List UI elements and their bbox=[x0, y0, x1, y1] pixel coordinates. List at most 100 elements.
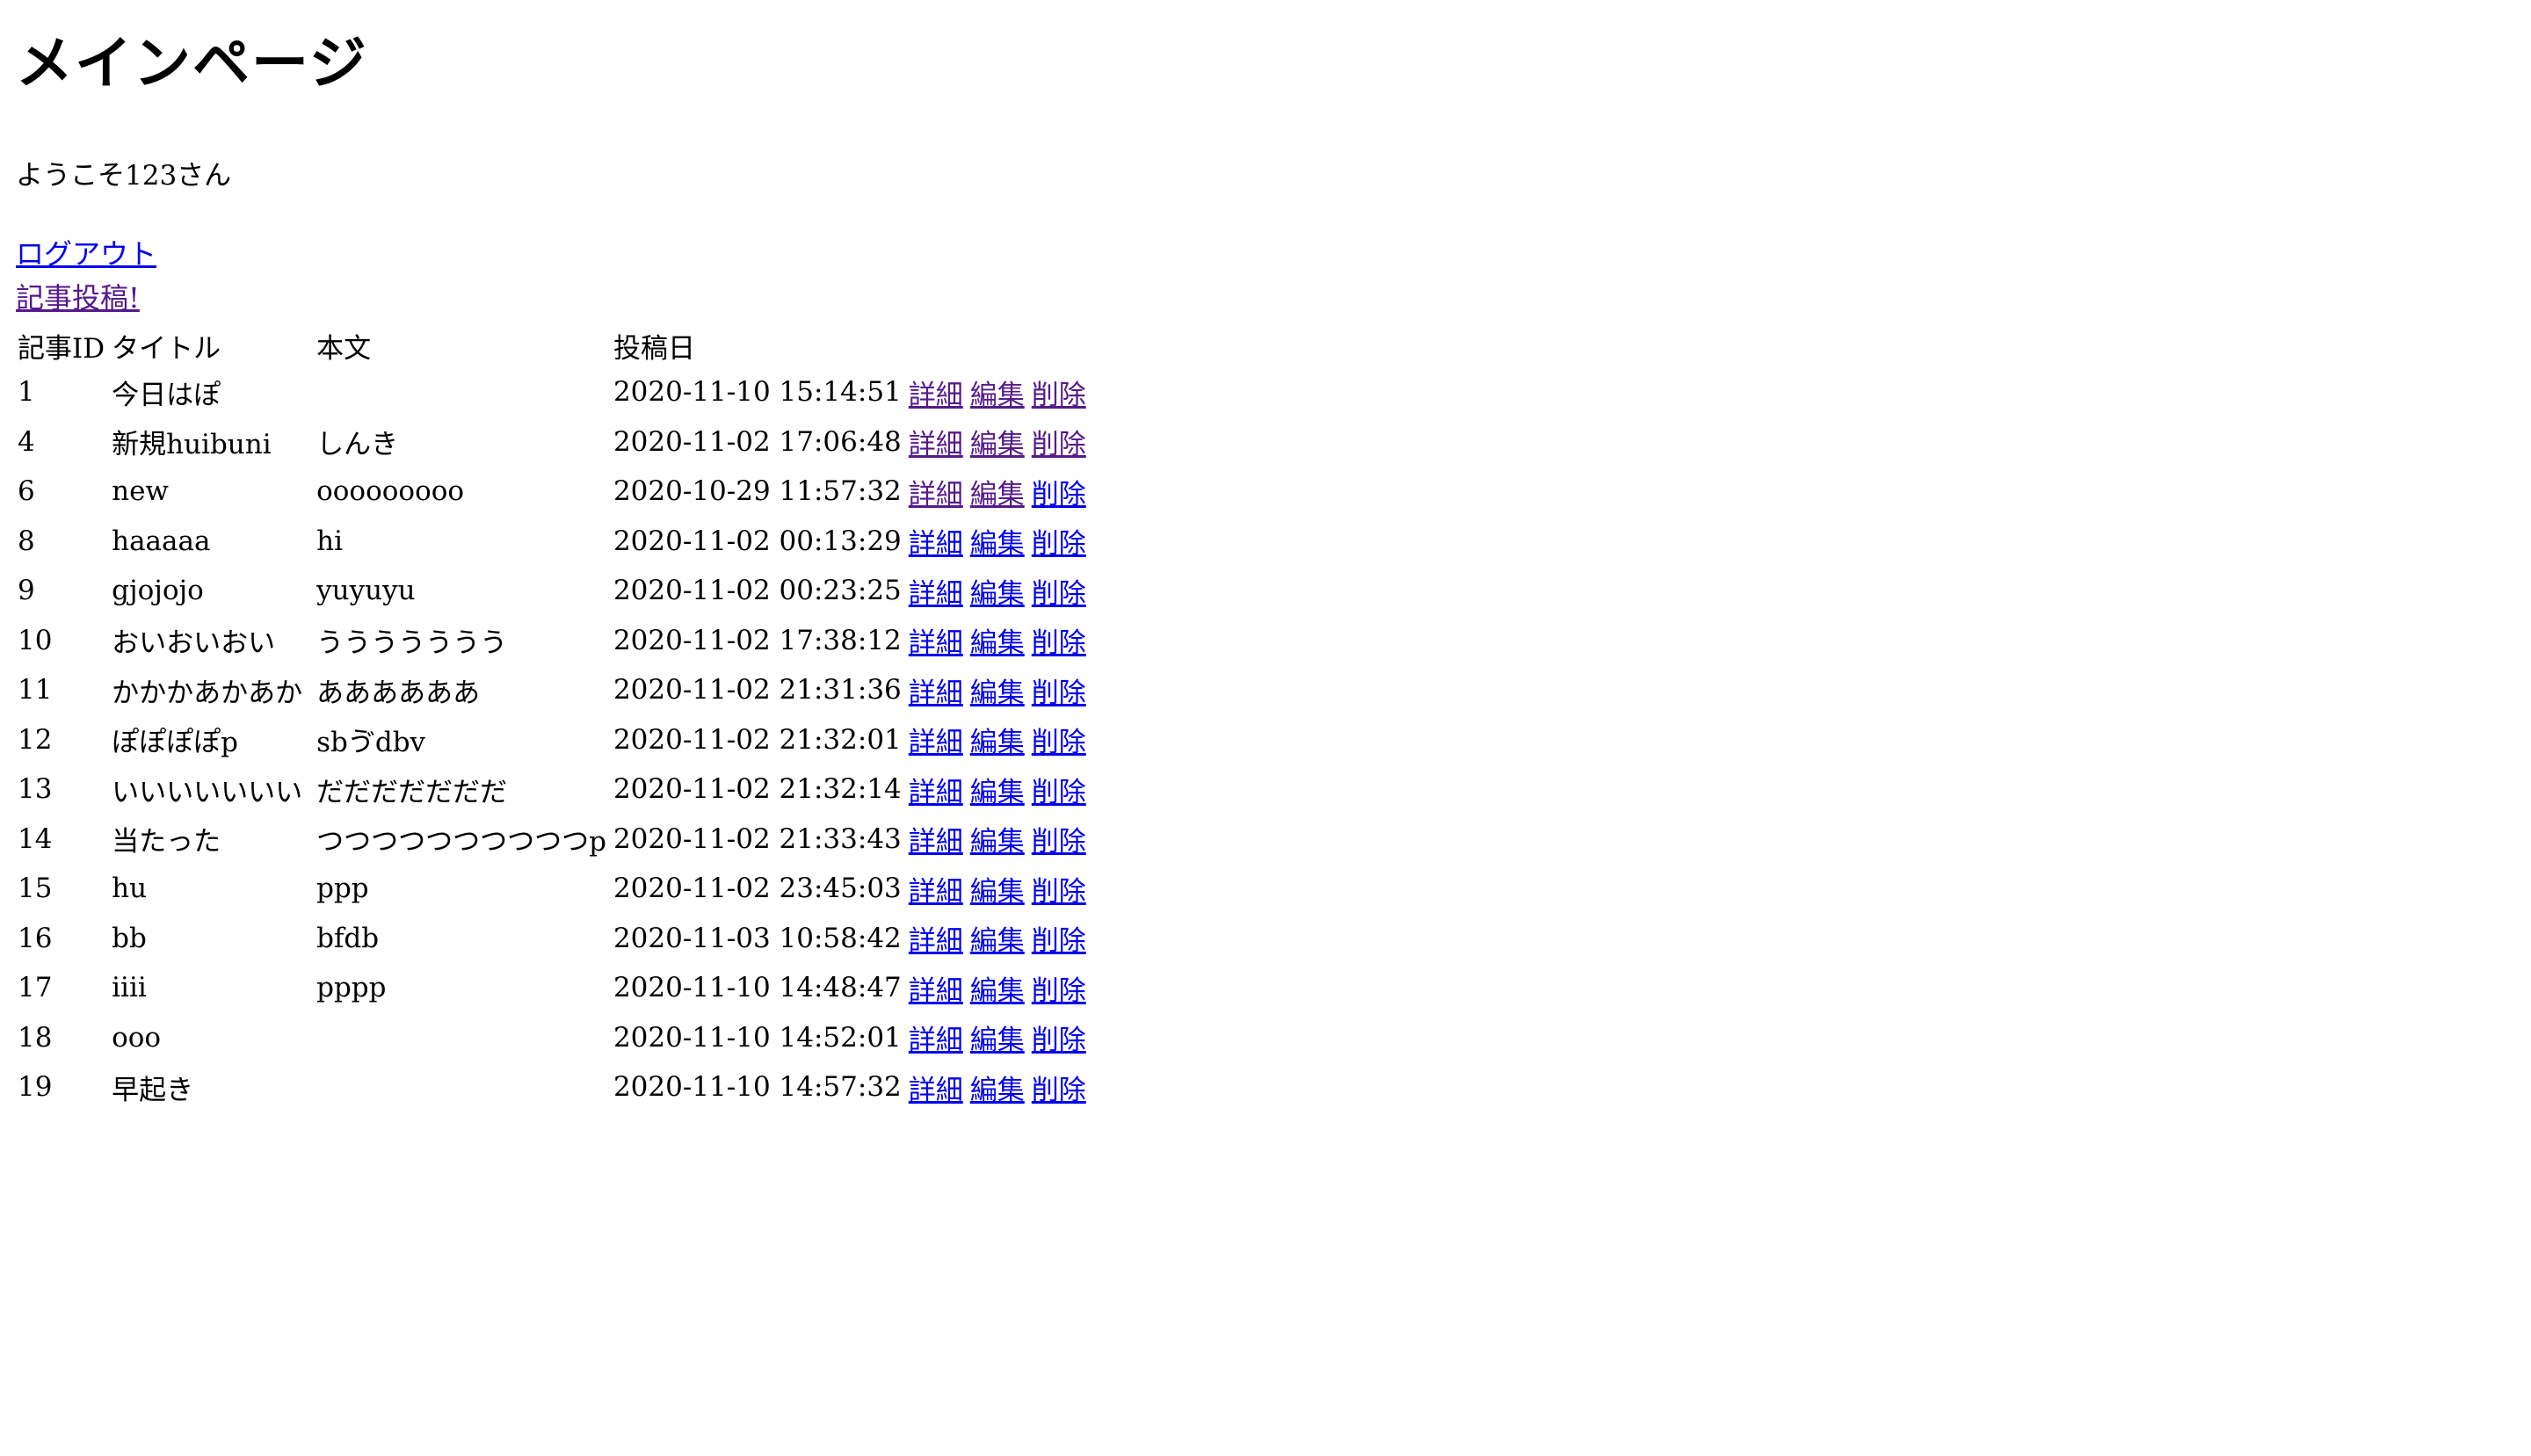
cell-posted-date: 2020-11-02 00:23:25 bbox=[613, 575, 902, 607]
cell-title: new bbox=[112, 475, 169, 508]
cell-title: iiii bbox=[112, 972, 147, 1004]
cell-article-id: 13 bbox=[18, 773, 53, 806]
cell-delete-action: 削除 bbox=[1030, 815, 1088, 865]
cell-article-id: 15 bbox=[18, 873, 53, 905]
cell-delete-action: 削除 bbox=[1030, 367, 1088, 417]
delete-link[interactable]: 削除 bbox=[1031, 776, 1086, 808]
cell-delete-action: 削除 bbox=[1030, 566, 1088, 616]
cell-edit-action: 編集 bbox=[968, 1013, 1026, 1063]
cell-posted-date: 2020-11-02 00:13:29 bbox=[613, 525, 902, 557]
delete-link[interactable]: 削除 bbox=[1031, 478, 1086, 511]
edit-link[interactable]: 編集 bbox=[969, 925, 1025, 958]
cell-edit-action: 編集 bbox=[968, 715, 1026, 765]
cell-article-id: 11 bbox=[18, 674, 53, 706]
cell-posted-date: 2020-10-29 11:57:32 bbox=[613, 475, 902, 508]
delete-link[interactable]: 削除 bbox=[1031, 429, 1086, 461]
delete-link[interactable]: 削除 bbox=[1031, 974, 1086, 1007]
edit-link[interactable]: 編集 bbox=[969, 429, 1025, 461]
delete-link[interactable]: 削除 bbox=[1031, 925, 1086, 958]
welcome-message: ようこそ123さん bbox=[16, 160, 232, 192]
edit-link[interactable]: 編集 bbox=[969, 478, 1025, 511]
edit-link[interactable]: 編集 bbox=[969, 826, 1025, 858]
edit-link[interactable]: 編集 bbox=[969, 776, 1025, 808]
detail-link[interactable]: 詳細 bbox=[908, 875, 963, 908]
cell-detail-action: 詳細 bbox=[907, 1013, 965, 1063]
delete-link[interactable]: 削除 bbox=[1031, 577, 1086, 610]
cell-edit-action: 編集 bbox=[968, 963, 1026, 1013]
delete-link[interactable]: 削除 bbox=[1031, 1074, 1086, 1106]
cell-article-id: 4 bbox=[18, 425, 35, 458]
detail-link[interactable]: 詳細 bbox=[908, 925, 963, 958]
edit-link[interactable]: 編集 bbox=[969, 577, 1025, 610]
cell-title: hu bbox=[112, 873, 148, 905]
detail-link[interactable]: 詳細 bbox=[908, 528, 963, 561]
cell-body: だだだだだだだ bbox=[316, 776, 508, 808]
logout-link[interactable]: ログアウト bbox=[16, 237, 157, 271]
edit-link[interactable]: 編集 bbox=[969, 974, 1025, 1007]
header-posted-date: 投稿日 bbox=[613, 332, 695, 365]
cell-posted-date: 2020-11-03 10:58:42 bbox=[613, 922, 902, 954]
cell-edit-action: 編集 bbox=[968, 864, 1026, 914]
edit-link[interactable]: 編集 bbox=[969, 627, 1025, 660]
delete-link[interactable]: 削除 bbox=[1031, 627, 1086, 660]
detail-link[interactable]: 詳細 bbox=[908, 577, 963, 610]
cell-title: 当たった bbox=[112, 826, 221, 858]
delete-link[interactable]: 削除 bbox=[1031, 826, 1086, 858]
cell-delete-action: 削除 bbox=[1030, 864, 1088, 914]
edit-link[interactable]: 編集 bbox=[969, 1025, 1025, 1057]
delete-link[interactable]: 削除 bbox=[1031, 875, 1086, 908]
cell-delete-action: 削除 bbox=[1030, 1062, 1088, 1112]
delete-link[interactable]: 削除 bbox=[1031, 379, 1086, 411]
detail-link[interactable]: 詳細 bbox=[908, 776, 963, 808]
cell-edit-action: 編集 bbox=[968, 1062, 1026, 1112]
cell-title: bb bbox=[112, 922, 147, 954]
delete-link[interactable]: 削除 bbox=[1031, 677, 1086, 709]
cell-article-id: 17 bbox=[18, 972, 53, 1004]
edit-link[interactable]: 編集 bbox=[969, 1074, 1025, 1106]
cell-delete-action: 削除 bbox=[1030, 914, 1088, 964]
detail-link[interactable]: 詳細 bbox=[908, 627, 963, 660]
edit-link[interactable]: 編集 bbox=[969, 379, 1025, 411]
delete-link[interactable]: 削除 bbox=[1031, 727, 1086, 759]
detail-link[interactable]: 詳細 bbox=[908, 478, 963, 511]
detail-link[interactable]: 詳細 bbox=[908, 727, 963, 759]
cell-title: ooo bbox=[112, 1021, 162, 1054]
delete-link[interactable]: 削除 bbox=[1031, 528, 1086, 561]
cell-detail-action: 詳細 bbox=[907, 815, 965, 865]
detail-link[interactable]: 詳細 bbox=[908, 379, 963, 411]
cell-posted-date: 2020-11-10 14:52:01 bbox=[613, 1021, 902, 1054]
cell-delete-action: 削除 bbox=[1030, 616, 1088, 666]
detail-link[interactable]: 詳細 bbox=[908, 677, 963, 709]
cell-posted-date: 2020-11-02 21:32:01 bbox=[613, 723, 902, 756]
edit-link[interactable]: 編集 bbox=[969, 727, 1025, 759]
cell-edit-action: 編集 bbox=[968, 764, 1026, 815]
cell-body: ppp bbox=[316, 873, 369, 905]
edit-link[interactable]: 編集 bbox=[969, 875, 1025, 908]
cell-title: 早起き bbox=[112, 1074, 194, 1106]
detail-link[interactable]: 詳細 bbox=[908, 1074, 963, 1106]
cell-detail-action: 詳細 bbox=[907, 517, 965, 567]
cell-title: 今日はぽ bbox=[112, 379, 221, 411]
post-article-link[interactable]: 記事投稿! bbox=[16, 281, 140, 315]
detail-link[interactable]: 詳細 bbox=[908, 826, 963, 858]
cell-edit-action: 編集 bbox=[968, 517, 1026, 567]
cell-body bbox=[315, 1013, 608, 1063]
delete-link[interactable]: 削除 bbox=[1031, 1025, 1086, 1057]
cell-article-id: 16 bbox=[18, 922, 53, 954]
cell-detail-action: 詳細 bbox=[907, 566, 965, 616]
cell-article-id: 6 bbox=[18, 475, 35, 508]
cell-posted-date: 2020-11-10 15:14:51 bbox=[613, 376, 902, 409]
cell-edit-action: 編集 bbox=[968, 616, 1026, 666]
detail-link[interactable]: 詳細 bbox=[908, 429, 963, 461]
detail-link[interactable]: 詳細 bbox=[908, 1025, 963, 1057]
edit-link[interactable]: 編集 bbox=[969, 677, 1025, 709]
cell-detail-action: 詳細 bbox=[907, 715, 965, 765]
detail-link[interactable]: 詳細 bbox=[908, 974, 963, 1007]
edit-link[interactable]: 編集 bbox=[969, 528, 1025, 561]
cell-detail-action: 詳細 bbox=[907, 1062, 965, 1112]
